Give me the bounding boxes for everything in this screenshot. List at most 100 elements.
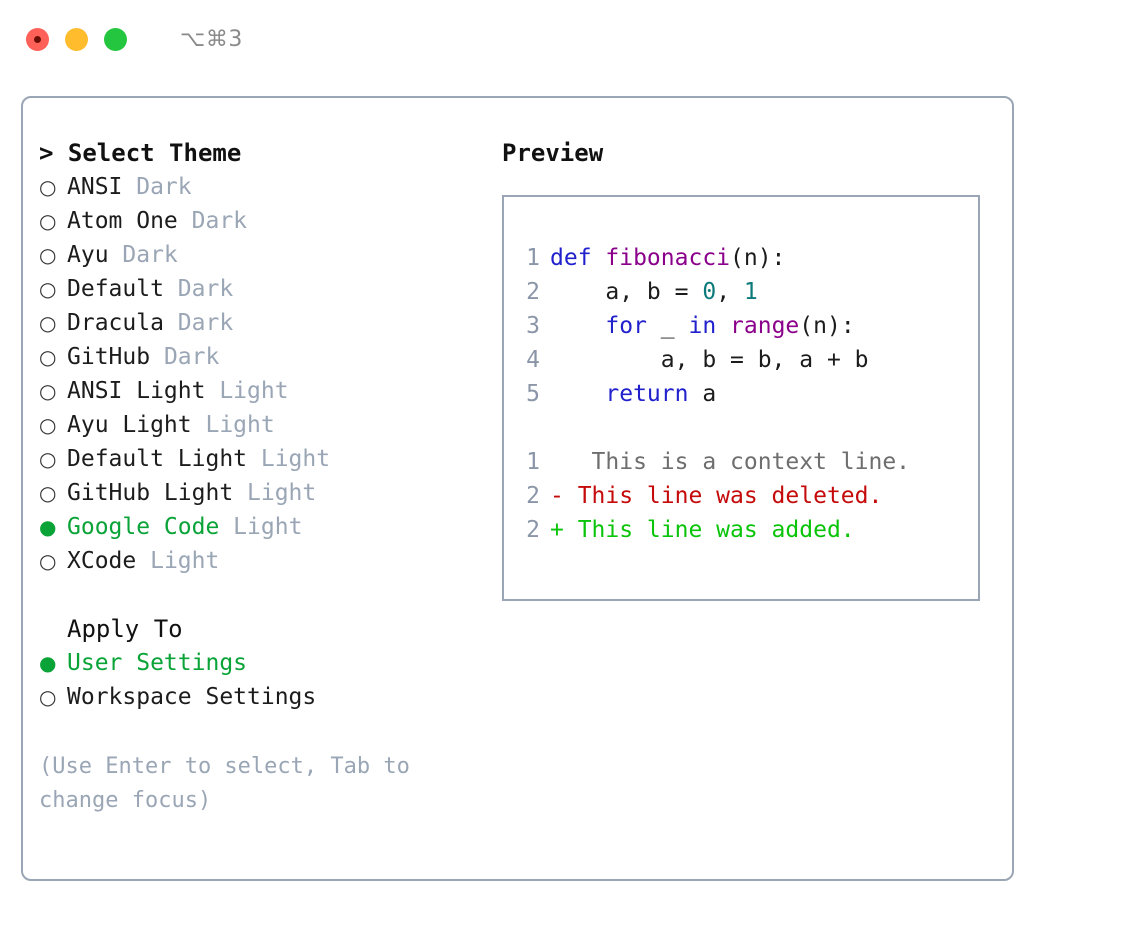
apply-to-option-label: Workspace Settings [67, 684, 317, 710]
theme-option-variant: Dark [150, 344, 220, 370]
code-token-plain: a, b = b, a + b [550, 347, 869, 373]
keyboard-hint-text: (Use Enter to select, Tab to change focu… [39, 754, 410, 813]
theme-option-variant: Dark [177, 208, 248, 234]
theme-selection-column: > Select Theme ○ANSI Dark○Atom One Dark○… [39, 136, 499, 818]
code-token-plain: a, b = [550, 279, 703, 305]
theme-option-variant: Light [247, 446, 331, 472]
code-token-kw: return [550, 381, 689, 407]
theme-option-5[interactable]: ○ GitHub Dark [39, 340, 499, 374]
code-token-plain: a [688, 381, 717, 407]
theme-option-label: Ayu Light [67, 412, 192, 438]
code-token-plain: (n): [730, 245, 786, 271]
apply-to-header: Apply To [67, 615, 183, 643]
list-spacer [39, 578, 499, 612]
theme-option-2[interactable]: ○ Ayu Dark [39, 238, 499, 272]
code-line: 1 def fibonacci(n): [516, 241, 978, 275]
theme-option-variant: Dark [122, 174, 192, 200]
code-line: 4 a, b = b, a + b [516, 343, 978, 377]
code-token-num: 0 [702, 279, 717, 305]
apply-to-option-0[interactable]: ● User Settings [39, 646, 499, 680]
radio-unselected-icon: ○ [39, 243, 57, 267]
theme-option-0[interactable]: ○ANSI Dark [39, 170, 499, 204]
diff-line-text: - This line was deleted. [550, 483, 883, 509]
radio-unselected-icon: ○ [39, 345, 57, 369]
code-token-kw: for [550, 313, 647, 339]
code-line: 2 a, b = 0, 1 [516, 275, 978, 309]
theme-option-label: ANSI Light [67, 378, 206, 404]
theme-option-label: Google Code [67, 514, 220, 540]
code-diff-separator [516, 411, 978, 445]
code-token-num: 1 [743, 279, 758, 305]
code-line-number: 5 [526, 381, 540, 407]
code-token-kw: def [550, 245, 606, 271]
diff-line-number: 2 [526, 483, 540, 509]
window-title: ⌥⌘3 [180, 26, 243, 52]
theme-option-label: Default [67, 276, 164, 302]
theme-option-1[interactable]: ○Atom One Dark [39, 204, 499, 238]
radio-unselected-icon: ○ [39, 277, 57, 301]
theme-option-variant: Light [191, 412, 275, 438]
code-line-number: 1 [526, 245, 540, 271]
preview-title: Preview [502, 139, 604, 167]
theme-option-4[interactable]: ○ Dracula Dark [39, 306, 499, 340]
theme-option-variant: Light [205, 378, 289, 404]
theme-option-variant: Light [233, 480, 317, 506]
theme-option-label: Ayu [67, 242, 109, 268]
traffic-light-group [26, 27, 127, 51]
apply-to-list: ● User Settings ○Workspace Settings [39, 646, 499, 714]
code-line-text: return a [550, 377, 716, 411]
radio-selected-icon: ● [39, 515, 57, 539]
code-token-fn: range [730, 313, 800, 339]
code-token-kw: in [688, 313, 731, 339]
theme-option-7[interactable]: ○ Ayu Light Light [39, 408, 499, 442]
main-panel: > Select Theme ○ANSI Dark○Atom One Dark○… [21, 96, 1014, 881]
radio-unselected-icon: ○ [39, 311, 57, 335]
title-bar: ⌥⌘3 [0, 0, 1140, 78]
code-token-plain: _ [646, 313, 689, 339]
close-window-icon[interactable] [26, 27, 49, 51]
theme-option-variant: Dark [163, 276, 234, 302]
apply-to-option-label: User Settings [67, 650, 248, 676]
diff-line-ctx: 1 This is a context line. [516, 445, 978, 479]
theme-option-variant: Dark [163, 310, 234, 336]
theme-option-10[interactable]: ● Google Code Light [39, 510, 499, 544]
theme-option-label: GitHub Light [67, 480, 234, 506]
theme-option-9[interactable]: ○GitHub Light Light [39, 476, 499, 510]
theme-option-variant: Light [136, 548, 220, 574]
diff-line-text: + This line was added. [550, 517, 855, 543]
minimize-window-icon[interactable] [65, 27, 88, 51]
diff-line-del: 2 - This line was deleted. [516, 479, 978, 513]
theme-option-11[interactable]: ○XCode Light [39, 544, 499, 578]
code-token-fn: fibonacci [605, 245, 731, 271]
code-line-text: a, b = 0, 1 [550, 275, 758, 309]
radio-unselected-icon: ○ [39, 447, 57, 471]
code-line-number: 3 [526, 313, 540, 339]
theme-list: ○ANSI Dark○Atom One Dark○Ayu Dark○Defaul… [39, 170, 499, 578]
diff-line-number: 1 [526, 449, 540, 475]
theme-option-variant: Light [219, 514, 303, 540]
diff-line-add: 2+ This line was added. [516, 513, 978, 547]
radio-unselected-icon: ○ [39, 413, 57, 437]
theme-option-8[interactable]: ○Default Light Light [39, 442, 499, 476]
code-token-plain: (n): [799, 313, 855, 339]
theme-option-variant: Dark [108, 242, 178, 268]
theme-option-label: Dracula [67, 310, 164, 336]
select-theme-header: > Select Theme [39, 139, 242, 167]
theme-option-label: GitHub [67, 344, 151, 370]
code-line-number: 4 [526, 347, 540, 373]
radio-selected-icon: ● [39, 651, 57, 675]
code-line-text: a, b = b, a + b [550, 343, 869, 377]
maximize-window-icon[interactable] [104, 27, 127, 51]
radio-unselected-icon: ○ [39, 549, 57, 573]
theme-option-label: ANSI [67, 174, 123, 200]
apply-to-option-1[interactable]: ○Workspace Settings [39, 680, 499, 714]
diff-line-text: This is a context line. [550, 449, 911, 475]
code-line-text: def fibonacci(n): [550, 241, 785, 275]
theme-option-3[interactable]: ○ Default Dark [39, 272, 499, 306]
diff-sample: 1 This is a context line. 2 - This line wa… [516, 445, 978, 547]
theme-option-6[interactable]: ○ANSI Light Light [39, 374, 499, 408]
